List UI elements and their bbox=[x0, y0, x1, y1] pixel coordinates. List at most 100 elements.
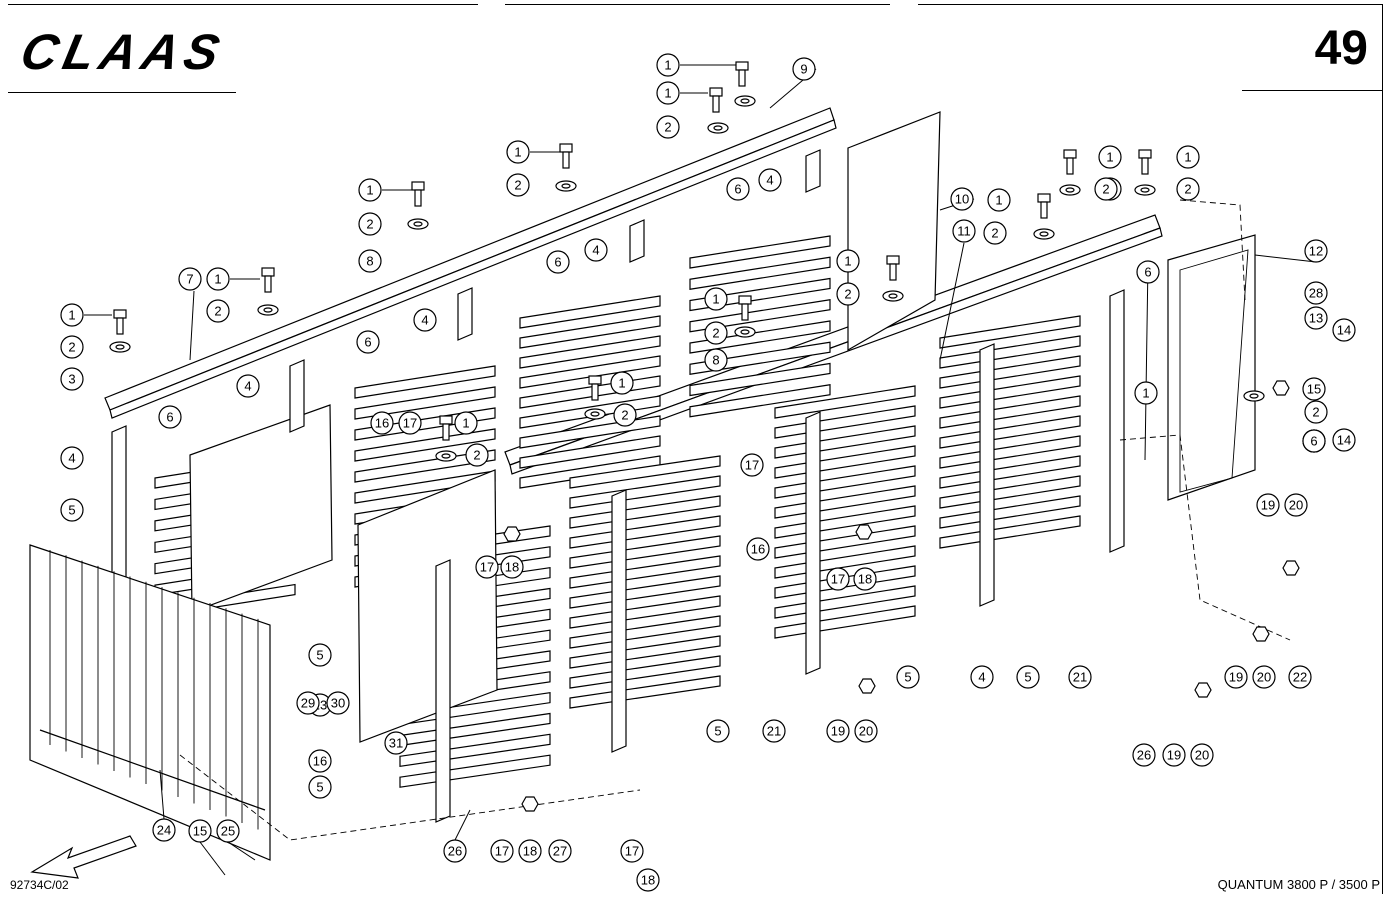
callout-circle bbox=[620, 839, 644, 863]
louvre-panel-f-slat bbox=[569, 535, 721, 569]
callout-circle bbox=[1332, 428, 1356, 452]
callout-circle bbox=[1098, 145, 1122, 169]
callout-circle bbox=[758, 168, 782, 192]
callout-circle bbox=[1016, 665, 1040, 689]
header-rule-left bbox=[8, 92, 236, 93]
bolt-8-shank bbox=[741, 303, 749, 321]
callout-circle bbox=[656, 81, 680, 105]
louvre-panel-h-slat bbox=[939, 355, 1081, 389]
callout-28: 28 bbox=[1304, 281, 1328, 305]
bolt-4-shank bbox=[264, 275, 272, 293]
washer-0-hole bbox=[740, 98, 750, 104]
louvre-panel-h-slat bbox=[939, 395, 1081, 429]
callout-number: 1 bbox=[664, 58, 671, 73]
nut-5 bbox=[521, 796, 539, 812]
callout-circle bbox=[308, 775, 332, 799]
callout-number: 1 bbox=[1142, 386, 1149, 401]
bolt-10-head bbox=[1063, 149, 1077, 159]
callout-25: 25 bbox=[216, 819, 240, 843]
callout-number: 28 bbox=[1309, 286, 1323, 301]
leader-line bbox=[939, 242, 965, 361]
callout-circle bbox=[740, 453, 764, 477]
callout-2: 2 bbox=[358, 212, 382, 236]
callout-30: 30 bbox=[326, 691, 350, 715]
washer-3-hole bbox=[413, 221, 423, 227]
callout-number: 13 bbox=[1309, 311, 1323, 326]
louvre-panel-h-slat bbox=[939, 475, 1081, 509]
callout-1: 1 bbox=[1176, 145, 1200, 169]
callout-2: 2 bbox=[1176, 177, 1200, 201]
callout-number: 1 bbox=[1106, 150, 1113, 165]
louvre-panel-d-slat bbox=[689, 256, 831, 290]
callout-number: 1 bbox=[214, 272, 221, 287]
callout-15: 15 bbox=[188, 819, 212, 843]
callout-circle bbox=[358, 249, 382, 273]
louvre-panel-d-slat bbox=[689, 384, 831, 418]
callout-17: 17 bbox=[826, 567, 850, 591]
callout-number: 5 bbox=[68, 503, 75, 518]
callout-circle bbox=[356, 330, 380, 354]
callout-number: 4 bbox=[421, 313, 428, 328]
callout-number: 31 bbox=[389, 736, 403, 751]
callout-circle bbox=[826, 719, 850, 743]
bolt-3-head bbox=[411, 181, 425, 191]
callout-circle bbox=[1190, 743, 1214, 767]
callout-circle bbox=[836, 249, 860, 273]
callout-2: 2 bbox=[206, 299, 230, 323]
callout-31: 31 bbox=[384, 731, 408, 755]
callout-1: 1 bbox=[656, 53, 680, 77]
louvre-panel-d-slat bbox=[689, 320, 831, 354]
callout-17: 17 bbox=[398, 411, 422, 435]
callout-number: 2 bbox=[214, 304, 221, 319]
callout-2: 2 bbox=[1094, 177, 1118, 201]
callout-1: 1 bbox=[1098, 145, 1122, 169]
callout-circle bbox=[1136, 260, 1160, 284]
leader-line bbox=[1144, 261, 1149, 461]
callout-number: 18 bbox=[858, 572, 872, 587]
bolt-9-shank bbox=[889, 263, 897, 281]
callout-number: 1 bbox=[1184, 150, 1191, 165]
callout-6: 6 bbox=[356, 330, 380, 354]
callout-circle bbox=[952, 219, 976, 243]
callout-number: 9 bbox=[800, 62, 807, 77]
louvre-panel-h-slat bbox=[939, 515, 1081, 549]
callout-circle bbox=[636, 868, 660, 892]
washer-2-hole bbox=[561, 183, 571, 189]
callout-number: 1 bbox=[995, 193, 1002, 208]
end-frame-12 bbox=[1167, 234, 1256, 501]
callout-circle bbox=[358, 178, 382, 202]
louvre-panel-f-slat bbox=[569, 675, 721, 709]
part-callouts: 1111111111111122222222222222344444445555… bbox=[60, 53, 1356, 892]
louvre-panel-g-slat bbox=[774, 385, 916, 419]
louvre-panel-f-slat bbox=[569, 495, 721, 529]
callout-number: 19 bbox=[1261, 498, 1275, 513]
bolt-1-head bbox=[709, 87, 723, 97]
callout-circle bbox=[1176, 145, 1200, 169]
louvre-panel-h-slat bbox=[939, 455, 1081, 489]
callout-5: 5 bbox=[308, 775, 332, 799]
callout-circle bbox=[500, 555, 524, 579]
callout-number: 4 bbox=[978, 670, 985, 685]
callout-circle bbox=[216, 819, 240, 843]
callout-circle bbox=[60, 498, 84, 522]
bolt-6-shank bbox=[442, 423, 450, 441]
callout-number: 2 bbox=[1312, 405, 1319, 420]
callout-4: 4 bbox=[413, 308, 437, 332]
callout-number: 5 bbox=[1024, 670, 1031, 685]
bolt-5-head bbox=[113, 309, 127, 319]
callout-number: 14 bbox=[1337, 323, 1351, 338]
louvre-panel-d-slat bbox=[689, 362, 831, 397]
washer-11-hole bbox=[1140, 187, 1150, 193]
callout-circle bbox=[152, 818, 176, 842]
callout-number: 30 bbox=[331, 696, 345, 711]
callout-number: 2 bbox=[1102, 182, 1109, 197]
callout-number: 26 bbox=[1137, 748, 1151, 763]
callout-number: 3 bbox=[68, 372, 75, 387]
callout-number: 20 bbox=[1289, 498, 1303, 513]
callout-number: 5 bbox=[904, 670, 911, 685]
bolt-9-head bbox=[886, 255, 900, 265]
direction-arrow-icon bbox=[30, 835, 137, 879]
callout-3: 3 bbox=[60, 367, 84, 391]
louvre-panel-f-slat bbox=[569, 555, 721, 589]
callout-number: 4 bbox=[592, 243, 599, 258]
